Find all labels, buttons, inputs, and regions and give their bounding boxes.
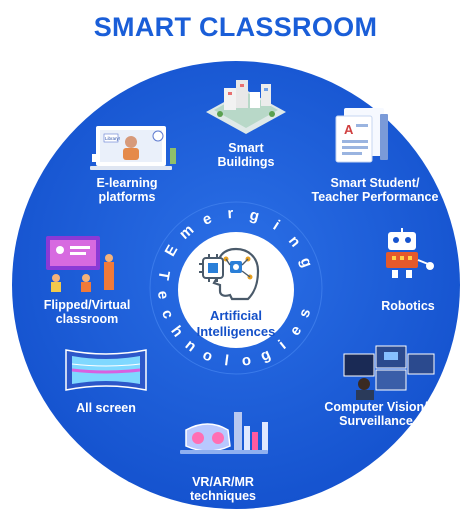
label-smart-buildings-line-1: Smart — [228, 141, 264, 155]
ring-technologies-letter: T — [154, 269, 172, 281]
label-vr-ar-mr-line-2: techniques — [190, 489, 256, 503]
center-label-line-1: Artificial — [210, 308, 262, 323]
monitors-icon — [343, 345, 435, 400]
chip-icon — [199, 254, 224, 282]
page-title: SMART CLASSROOM — [93, 12, 378, 42]
label-computer-vision-line-2: Surveillance — [339, 414, 413, 428]
ring-technologies-letter: o — [241, 352, 253, 370]
robot-icon — [386, 228, 434, 278]
label-robotics-line-1: Robotics — [381, 299, 435, 313]
inner-ring — [149, 201, 323, 375]
vr-headset-icon — [180, 412, 268, 454]
label-flipped-virtual-line-1: Flipped/Virtual — [44, 298, 131, 312]
label-vr-ar-mr-line-1: VR/AR/MR — [192, 475, 254, 489]
document-icon: A — [335, 108, 388, 163]
classroom-icon — [46, 236, 114, 292]
ring-emerging-letter: r — [227, 205, 234, 222]
ring-technologies-letter: l — [224, 352, 230, 369]
buildings-icon — [206, 80, 286, 134]
center-label-line-2: Intelligences — [197, 324, 276, 339]
label-e-learning-line-2: platforms — [99, 190, 156, 204]
label-e-learning-line-1: E-learning — [96, 176, 157, 190]
label-smart-student-line-1: Smart Student/ — [331, 176, 420, 190]
ring-technologies-letter: e — [154, 290, 172, 300]
label-smart-buildings-line-2: Buildings — [218, 155, 275, 169]
ring-emerging-letter: g — [248, 206, 261, 225]
label-smart-student-line-2: Teacher Performance — [312, 190, 439, 204]
curved-screen-icon — [65, 349, 147, 391]
svg-text:A: A — [344, 122, 354, 137]
laptop-teacher-icon: Library! — [90, 126, 176, 170]
label-computer-vision-line-1: Computer Vision/ — [324, 400, 428, 414]
laptop-badge: Library! — [105, 136, 120, 141]
label-all-screen-line-1: All screen — [76, 401, 136, 415]
label-flipped-virtual-line-2: classroom — [56, 312, 119, 326]
